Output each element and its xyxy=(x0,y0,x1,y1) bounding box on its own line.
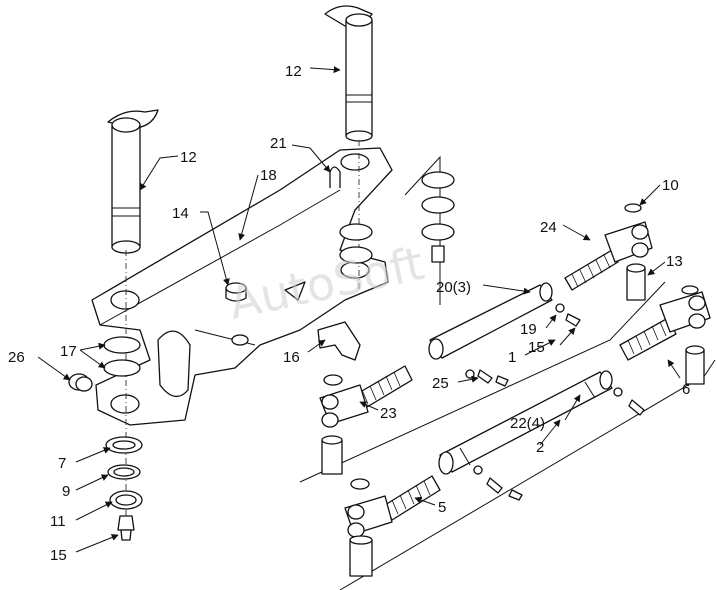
label-10: 10 xyxy=(662,177,679,194)
label-25: 25 xyxy=(432,375,449,392)
label-14: 14 xyxy=(172,205,189,222)
threaded-rod-5 xyxy=(344,475,441,577)
washers-17 xyxy=(103,336,141,377)
leader-lines xyxy=(37,66,681,553)
center-washer-stack xyxy=(339,171,455,264)
label-17: 17 xyxy=(60,343,77,360)
tube-22 xyxy=(438,370,613,475)
label-20-3: 20(3) xyxy=(436,279,471,296)
label-23: 23 xyxy=(380,405,397,422)
rod-20 xyxy=(428,282,553,360)
label-13: 13 xyxy=(666,253,683,270)
small-fittings xyxy=(465,303,645,501)
label-12-top: 12 xyxy=(285,63,302,80)
pin-upper xyxy=(324,5,373,290)
label-6: 6 xyxy=(682,381,690,398)
label-9: 9 xyxy=(62,483,70,500)
threaded-rod-23 xyxy=(319,365,413,475)
label-19: 19 xyxy=(520,321,537,338)
label-5: 5 xyxy=(438,499,446,516)
label-24: 24 xyxy=(540,219,557,236)
label-18: 18 xyxy=(260,167,277,184)
clip-21 xyxy=(329,166,341,188)
pin-left xyxy=(107,109,159,530)
label-11: 11 xyxy=(50,513,66,530)
label-7: 7 xyxy=(58,455,66,472)
threaded-rod-24 xyxy=(564,203,653,301)
cap-26 xyxy=(68,373,93,392)
part-labels: 12 12 21 18 14 17 26 16 7 9 11 15 23 5 2… xyxy=(8,63,690,564)
label-15-right: 15 xyxy=(528,339,545,356)
label-1: 1 xyxy=(508,349,516,366)
label-22-4: 22(4) xyxy=(510,415,545,432)
label-2: 2 xyxy=(536,439,544,456)
bracket-16 xyxy=(284,281,361,361)
label-12-left: 12 xyxy=(180,149,197,166)
label-15-left: 15 xyxy=(50,547,67,564)
label-21: 21 xyxy=(270,135,287,152)
threaded-rod-6 xyxy=(619,285,711,385)
label-26: 26 xyxy=(8,349,25,366)
label-16: 16 xyxy=(283,349,300,366)
nut-14 xyxy=(225,282,247,302)
left-washers xyxy=(105,436,143,541)
